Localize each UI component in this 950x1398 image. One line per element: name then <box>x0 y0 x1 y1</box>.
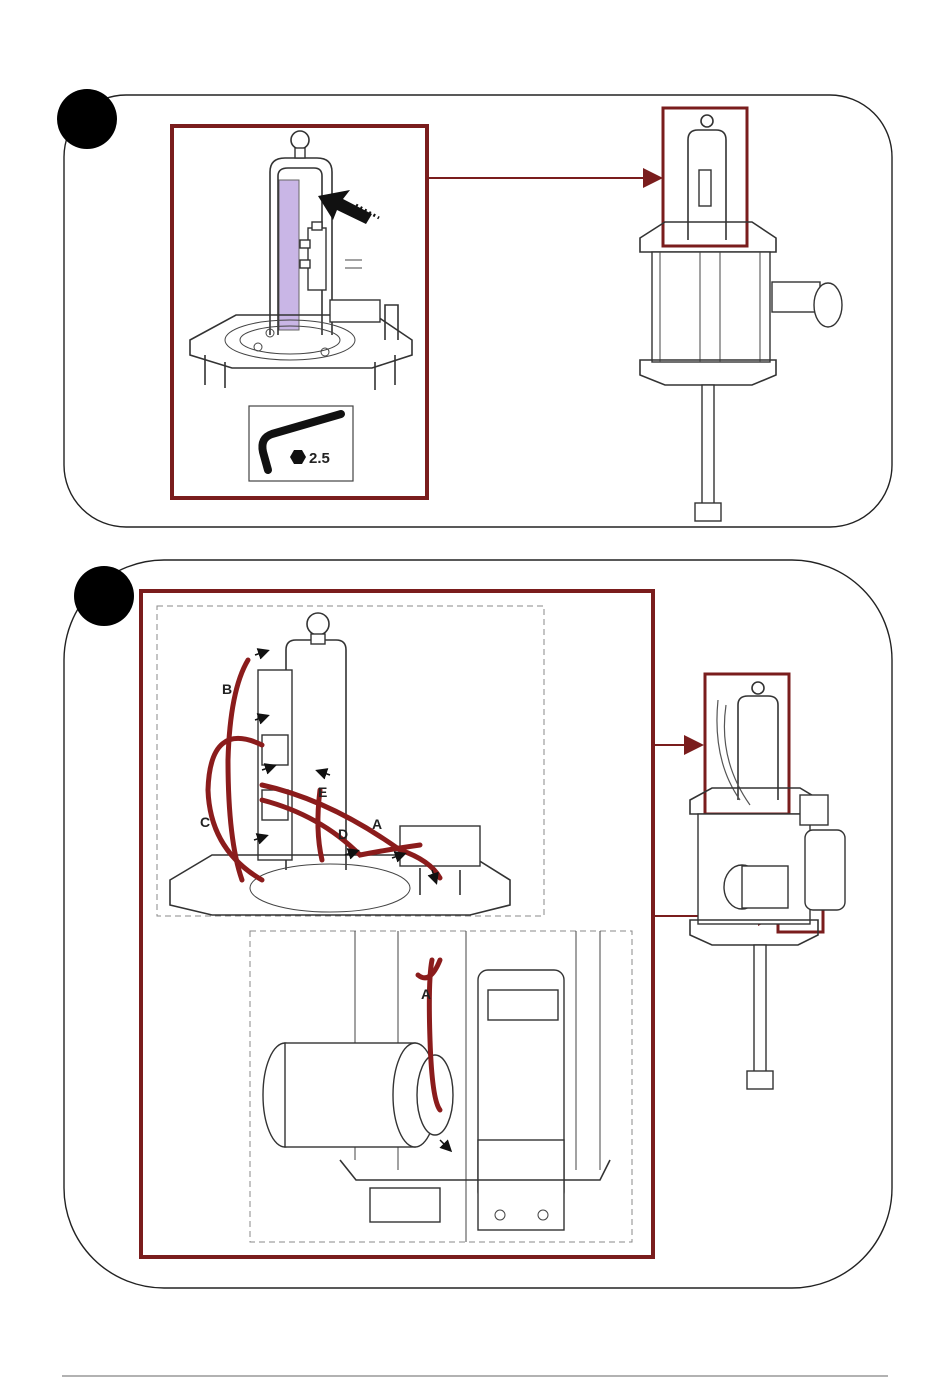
step2-number-badge <box>74 566 134 626</box>
tube-label-a: A <box>372 816 382 832</box>
detail-label-a: A <box>421 986 431 1002</box>
hex-key-size: 2.5 <box>309 450 330 467</box>
hex-key-icon: 2.5 <box>249 406 353 481</box>
valve-block <box>308 228 326 290</box>
tube-label-c: C <box>200 814 210 830</box>
step2-panel: B C D A E <box>64 560 892 1288</box>
tube-label-d: D <box>338 826 348 842</box>
step1-panel: 2.5 <box>57 89 892 527</box>
tube-label-e: E <box>318 784 327 800</box>
step1-number-badge <box>57 89 117 149</box>
highlighted-rail <box>279 180 299 330</box>
tube-label-b: B <box>222 681 232 697</box>
